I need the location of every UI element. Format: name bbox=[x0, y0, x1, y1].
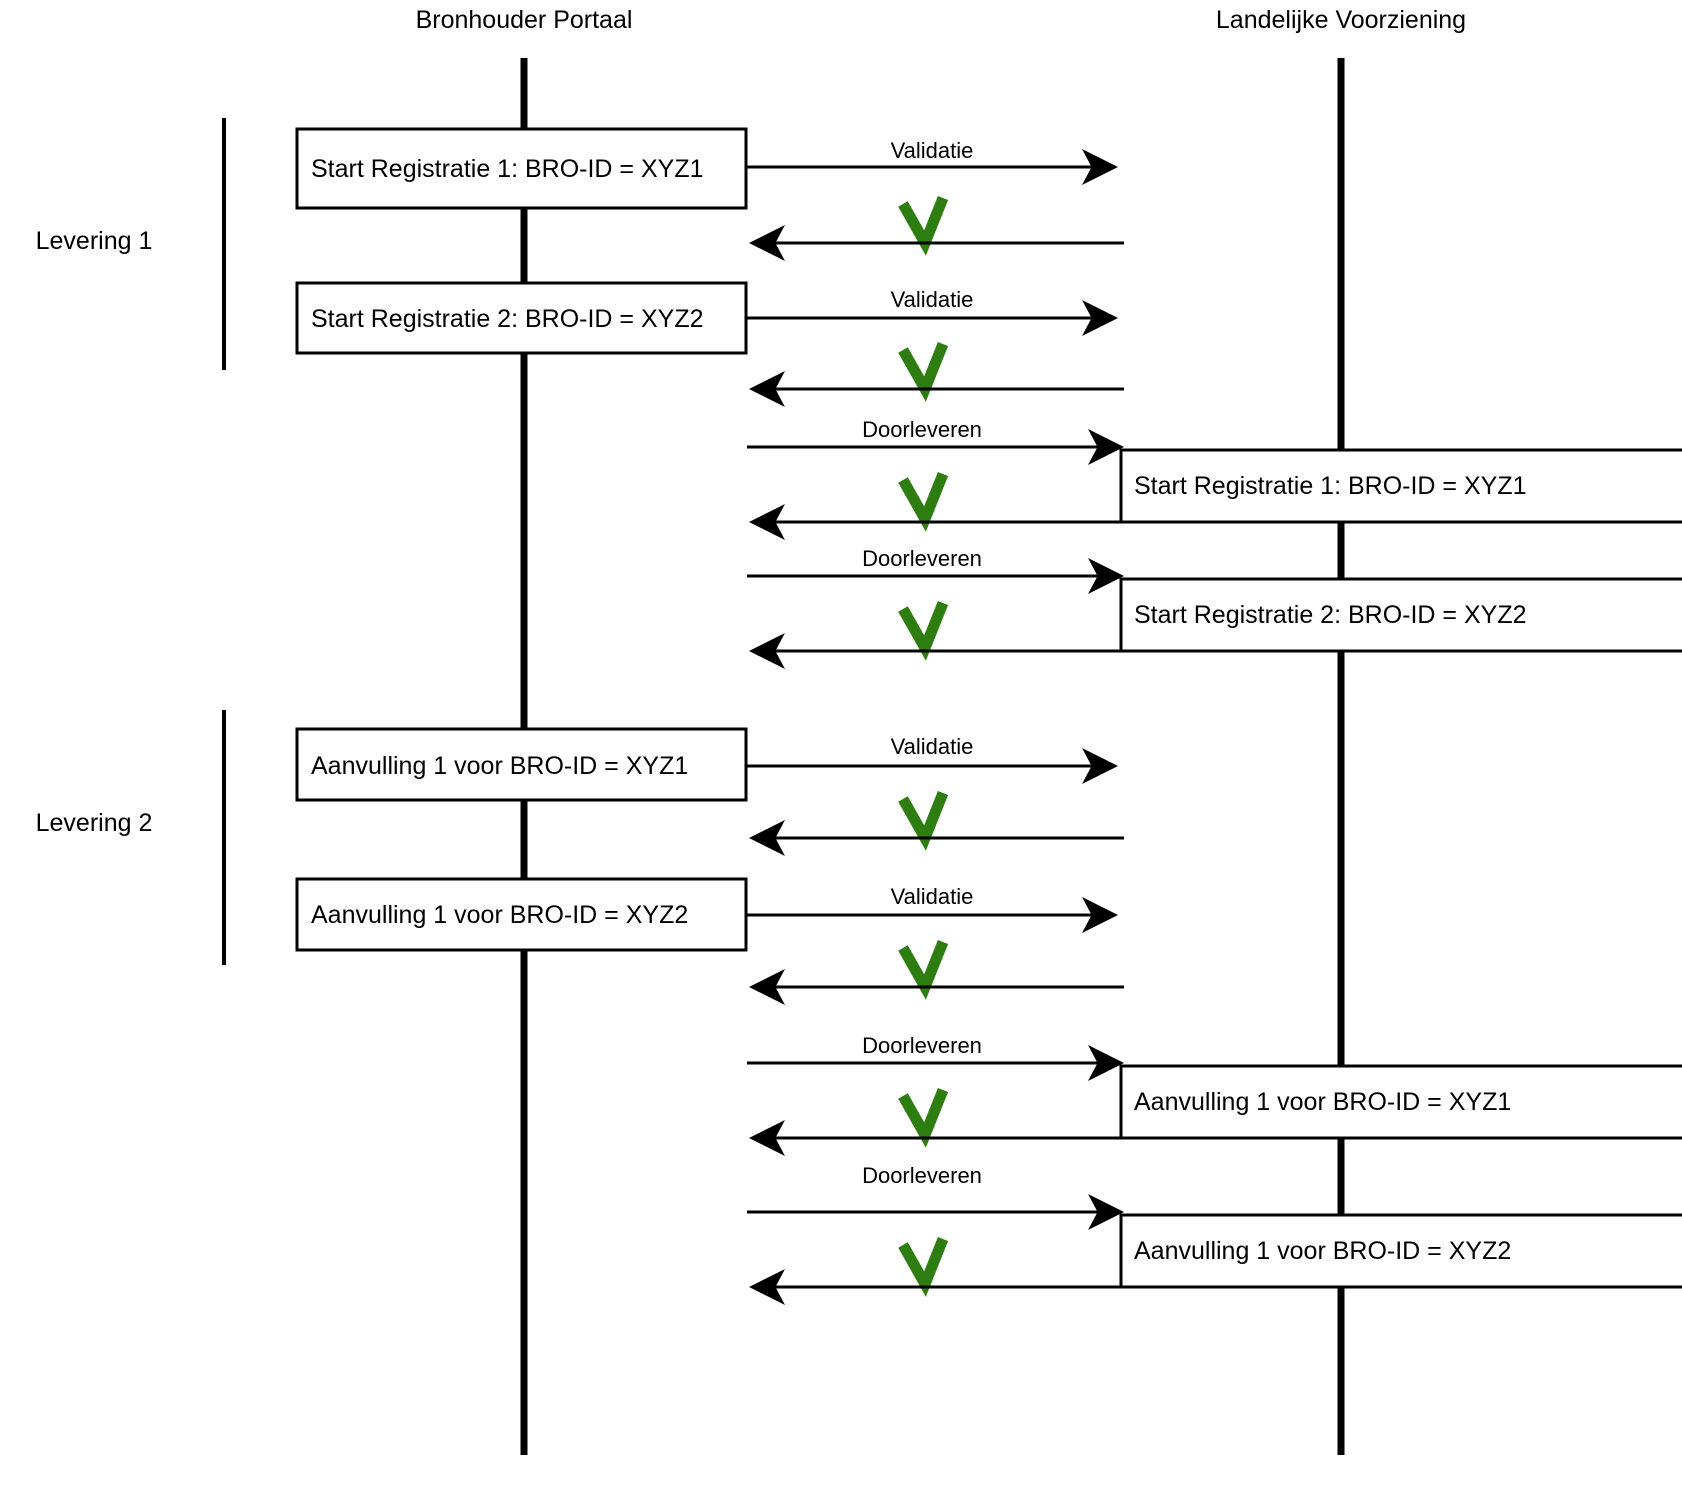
checkmark-doorleveren-3-ok bbox=[898, 1087, 949, 1148]
checkmark-validatie-2-ok bbox=[898, 341, 949, 402]
right-activation-box-2-label: Start Registratie 2: BRO-ID = XYZ2 bbox=[1134, 601, 1527, 629]
right-activation-box-4-label: Aanvulling 1 voor BRO-ID = XYZ2 bbox=[1134, 1237, 1511, 1265]
left-activation-box-1 bbox=[295, 127, 748, 210]
left-activation-box-4-label: Aanvulling 1 voor BRO-ID = XYZ2 bbox=[311, 901, 688, 929]
right-activation-box-4 bbox=[1119, 1213, 1682, 1289]
checkmark-validatie-3-ok bbox=[898, 790, 949, 851]
right-activation-box-1 bbox=[1119, 448, 1682, 524]
left-activation-box-3 bbox=[295, 727, 748, 802]
left-activation-box-3-label: Aanvulling 1 voor BRO-ID = XYZ1 bbox=[311, 752, 688, 780]
checkmark-doorleveren-2-ok bbox=[898, 600, 949, 661]
checkmark-validatie-1-ok bbox=[898, 195, 949, 256]
checkmark-doorleveren-4-ok bbox=[898, 1236, 949, 1297]
right-activation-box-3 bbox=[1119, 1064, 1682, 1140]
right-activation-box-1-label: Start Registratie 1: BRO-ID = XYZ1 bbox=[1134, 472, 1527, 500]
right-activation-box-2 bbox=[1119, 577, 1682, 653]
left-activation-box-4 bbox=[295, 877, 748, 952]
message-label-validatie-4: Validatie bbox=[891, 884, 974, 909]
left-activation-box-1-label: Start Registratie 1: BRO-ID = XYZ1 bbox=[311, 155, 704, 183]
left-activation-box-2 bbox=[295, 281, 748, 355]
message-label-doorleveren-3: Doorleveren bbox=[862, 1033, 982, 1058]
right-activation-box-3-label: Aanvulling 1 voor BRO-ID = XYZ1 bbox=[1134, 1088, 1511, 1116]
message-label-validatie-2: Validatie bbox=[891, 287, 974, 312]
message-label-validatie-3: Validatie bbox=[891, 734, 974, 759]
left-activation-box-2-label: Start Registratie 2: BRO-ID = XYZ2 bbox=[311, 305, 704, 333]
checkmark-doorleveren-1-ok bbox=[898, 471, 949, 532]
message-label-validatie-1: Validatie bbox=[891, 138, 974, 163]
message-label-doorleveren-4: Doorleveren bbox=[862, 1163, 982, 1188]
message-label-doorleveren-1: Doorleveren bbox=[862, 417, 982, 442]
checkmark-validatie-4-ok bbox=[898, 939, 949, 1000]
lifeline-title-landelijke-voorziening: Landelijke Voorziening bbox=[1216, 6, 1466, 34]
lifeline-title-bronhouder-portaal: Bronhouder Portaal bbox=[416, 6, 633, 34]
group-label-levering-2: Levering 2 bbox=[36, 809, 153, 837]
message-label-doorleveren-2: Doorleveren bbox=[862, 546, 982, 571]
group-label-levering-1: Levering 1 bbox=[36, 227, 153, 255]
